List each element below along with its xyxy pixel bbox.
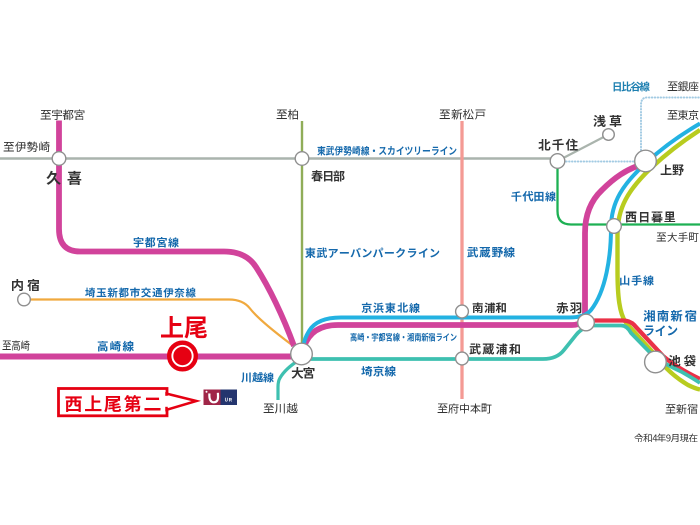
svg-text:北千住: 北千住 bbox=[538, 135, 578, 154]
svg-text:東武伊勢崎線・スカイツリーライン: 東武伊勢崎線・スカイツリーライン bbox=[317, 143, 457, 158]
svg-text:至伊勢崎: 至伊勢崎 bbox=[3, 139, 50, 155]
svg-text:日比谷線: 日比谷線 bbox=[612, 80, 651, 95]
svg-text:至東京: 至東京 bbox=[667, 107, 699, 123]
svg-text:西上尾第二: 西上尾第二 bbox=[65, 391, 162, 417]
svg-text:湘南新宿: 湘南新宿 bbox=[643, 306, 697, 325]
svg-text:東武アーバンパークライン: 東武アーバンパークライン bbox=[305, 245, 440, 261]
svg-text:春日部: 春日部 bbox=[311, 168, 346, 185]
svg-text:至大手町: 至大手町 bbox=[656, 230, 700, 245]
svg-text:高崎線: 高崎線 bbox=[97, 339, 134, 355]
svg-text:武蔵野線: 武蔵野線 bbox=[466, 245, 515, 261]
svg-text:京浜東北線: 京浜東北線 bbox=[361, 300, 420, 316]
svg-text:至銀座: 至銀座 bbox=[667, 79, 699, 95]
svg-text:UR: UR bbox=[225, 396, 233, 403]
svg-text:ライン: ライン bbox=[643, 320, 678, 339]
svg-text:千代田線: 千代田線 bbox=[511, 189, 556, 205]
svg-text:高崎・宇都宮線・湘南新宿ライン: 高崎・宇都宮線・湘南新宿ライン bbox=[350, 331, 457, 344]
svg-text:上尾: 上尾 bbox=[160, 310, 208, 345]
svg-text:宇都宮線: 宇都宮線 bbox=[133, 235, 179, 251]
svg-text:至柏: 至柏 bbox=[276, 107, 299, 123]
svg-text:西日暮里: 西日暮里 bbox=[625, 209, 676, 226]
svg-text:至新宿: 至新宿 bbox=[665, 401, 698, 417]
svg-text:至川越: 至川越 bbox=[263, 401, 299, 417]
svg-text:至高崎: 至高崎 bbox=[2, 338, 30, 354]
svg-text:川越線: 川越線 bbox=[241, 370, 274, 386]
svg-text:埼玉新都市交通伊奈線: 埼玉新都市交通伊奈線 bbox=[85, 286, 197, 301]
svg-text:至新松戸: 至新松戸 bbox=[439, 107, 486, 123]
svg-text:上野: 上野 bbox=[660, 162, 684, 179]
svg-text:武蔵浦和: 武蔵浦和 bbox=[469, 341, 521, 358]
svg-text:至府中本町: 至府中本町 bbox=[437, 401, 492, 417]
svg-text:山手線: 山手線 bbox=[619, 273, 654, 289]
svg-text:大宮: 大宮 bbox=[291, 363, 315, 382]
svg-text:令和4年9月現在: 令和4年9月現在 bbox=[634, 431, 698, 445]
svg-text:南浦和: 南浦和 bbox=[472, 300, 507, 316]
svg-text:至宇都宮: 至宇都宮 bbox=[40, 107, 85, 123]
svg-text:埼京線: 埼京線 bbox=[361, 364, 396, 380]
svg-text:赤羽: 赤羽 bbox=[556, 298, 582, 317]
